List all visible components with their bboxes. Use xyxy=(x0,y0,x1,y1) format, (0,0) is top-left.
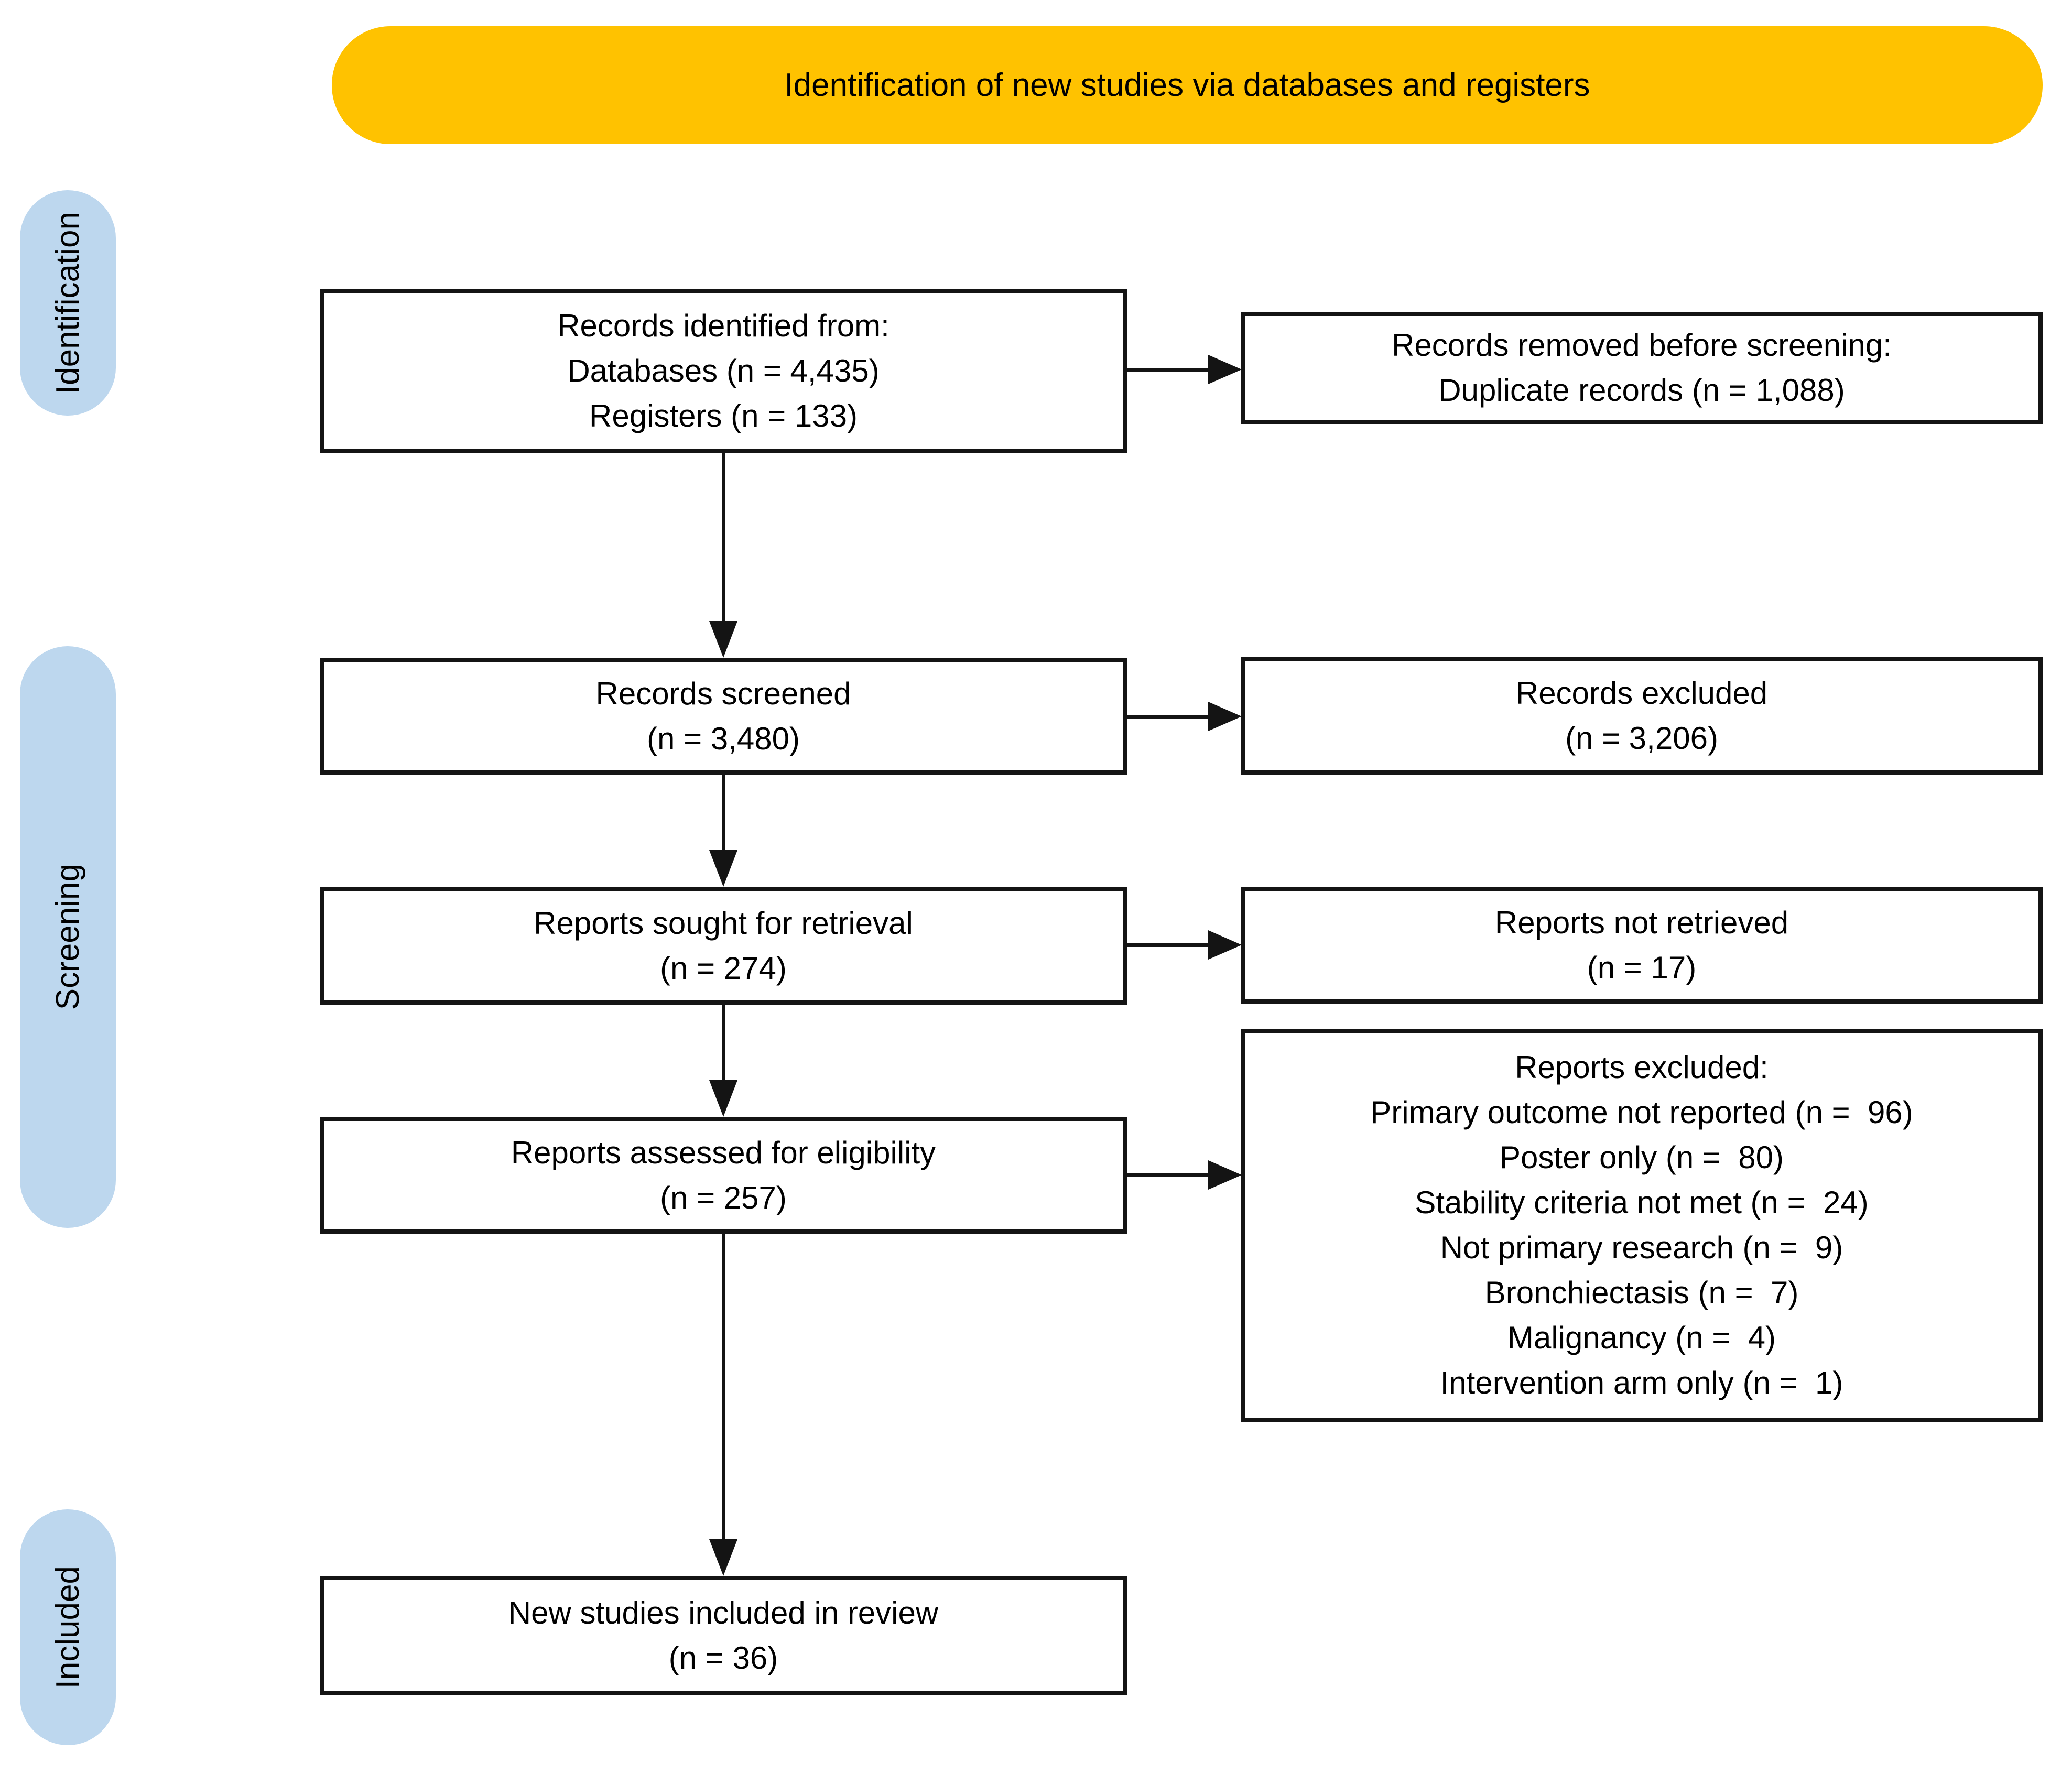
arrow-screened-to-excluded-head xyxy=(1208,702,1242,731)
box-line: Bronchiectasis (n = 7) xyxy=(1484,1275,1799,1310)
box-line: Reports sought for retrieval xyxy=(534,905,913,941)
arrow-identified-to-removed-head xyxy=(1208,355,1242,384)
box-line: Not primary research (n = 9) xyxy=(1440,1230,1843,1265)
box-line: (n = 257) xyxy=(660,1180,787,1215)
box-line: (n = 274) xyxy=(660,950,787,986)
stage-label-screening: Screening xyxy=(50,864,86,1010)
box-line: Records identified from: xyxy=(557,308,889,343)
box-line: Reports excluded: xyxy=(1515,1050,1769,1085)
arrow-sought-to-not-retrieved-shaft xyxy=(1127,943,1209,947)
arrow-assessed-to-reports-excluded-head xyxy=(1208,1160,1242,1190)
box-records-excluded: Records excluded (n = 3,206) xyxy=(1241,657,2043,775)
arrow-identified-to-screened-head xyxy=(709,621,737,658)
arrow-assessed-to-included-shaft xyxy=(722,1234,725,1539)
box-reports-assessed: Reports assessed for eligibility (n = 25… xyxy=(320,1117,1127,1234)
stage-label-identification: Identification xyxy=(50,211,86,395)
box-records-identified: Records identified from: Databases (n = … xyxy=(320,289,1127,453)
box-reports-excluded: Reports excluded: Primary outcome not re… xyxy=(1241,1029,2043,1422)
box-line: Records excluded xyxy=(1515,675,1768,711)
box-line: (n = 3,206) xyxy=(1565,720,1718,756)
box-line: (n = 3,480) xyxy=(647,721,800,756)
banner-identification-via-databases: Identification of new studies via databa… xyxy=(332,26,2043,144)
box-line: Malignancy (n = 4) xyxy=(1507,1320,1776,1355)
arrow-screened-to-sought-head xyxy=(709,850,737,887)
box-records-removed-before-screening: Records removed before screening: Duplic… xyxy=(1241,312,2043,424)
banner-label: Identification of new studies via databa… xyxy=(784,67,1590,103)
box-reports-not-retrieved: Reports not retrieved (n = 17) xyxy=(1241,887,2043,1004)
box-line: (n = 17) xyxy=(1587,950,1697,985)
arrow-sought-to-not-retrieved-head xyxy=(1208,930,1242,960)
box-line: Intervention arm only (n = 1) xyxy=(1440,1365,1843,1400)
stage-pill-included: Included xyxy=(20,1509,116,1745)
stage-pill-identification: Identification xyxy=(20,190,116,416)
arrow-assessed-to-reports-excluded-shaft xyxy=(1127,1173,1209,1177)
arrow-sought-to-assessed-head xyxy=(709,1080,737,1117)
box-line: Reports assessed for eligibility xyxy=(511,1135,936,1170)
arrow-identified-to-removed-shaft xyxy=(1127,368,1209,372)
box-line: Registers (n = 133) xyxy=(589,398,858,433)
arrow-screened-to-excluded-shaft xyxy=(1127,715,1209,719)
box-line: Primary outcome not reported (n = 96) xyxy=(1370,1095,1913,1130)
box-line: Databases (n = 4,435) xyxy=(567,353,880,388)
stage-pill-screening: Screening xyxy=(20,646,116,1228)
box-line: Stability criteria not met (n = 24) xyxy=(1415,1185,1869,1220)
arrow-sought-to-assessed-shaft xyxy=(722,1005,725,1080)
arrow-identified-to-screened-shaft xyxy=(722,453,725,621)
box-line: Poster only (n = 80) xyxy=(1500,1140,1784,1175)
box-line: Records removed before screening: xyxy=(1392,328,1892,363)
box-line: Duplicate records (n = 1,088) xyxy=(1438,373,1845,408)
box-line: Reports not retrieved xyxy=(1494,905,1789,940)
box-line: New studies included in review xyxy=(508,1595,939,1630)
box-records-screened: Records screened (n = 3,480) xyxy=(320,658,1127,775)
box-new-studies-included: New studies included in review (n = 36) xyxy=(320,1576,1127,1695)
arrow-assessed-to-included-head xyxy=(709,1539,737,1576)
box-reports-sought: Reports sought for retrieval (n = 274) xyxy=(320,887,1127,1005)
box-line: (n = 36) xyxy=(668,1640,778,1675)
arrow-screened-to-sought-shaft xyxy=(722,775,725,850)
box-line: Records screened xyxy=(595,676,851,711)
stage-label-included: Included xyxy=(50,1565,86,1689)
